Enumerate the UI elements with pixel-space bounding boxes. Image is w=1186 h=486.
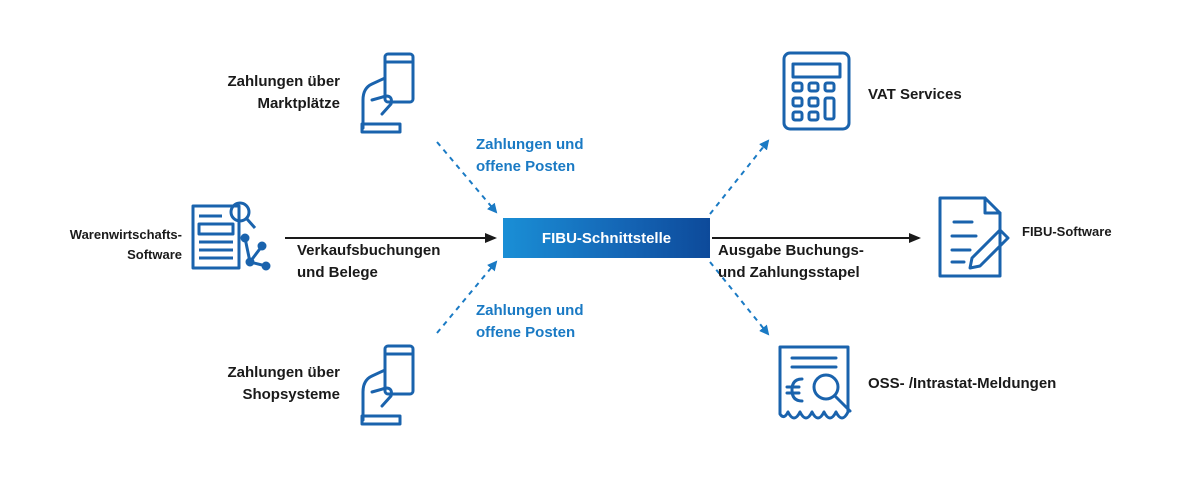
input-erp-label: Warenwirtschafts- Software [69,227,182,262]
document-search-network-icon [191,201,271,271]
flow-top-label: Zahlungen und offene Posten [476,136,584,175]
hand-card-icon [360,52,415,134]
output-oss-label: OSS- /Intrastat-Meldungen [868,375,1057,392]
flow-right-label: Ausgabe Buchungs- und Zahlungsstapel [718,242,864,281]
flow-left-label: Verkaufsbuchungen und Belege [297,242,441,281]
fibu-interface-label: FIBU-Schnittstelle [541,229,672,247]
output-fibu-label: FIBU-Software [1022,224,1112,239]
fibu-interface-box: FIBU-Schnittstelle [503,218,710,258]
document-edit-icon [938,196,1010,278]
hand-card-icon [360,344,415,426]
calculator-icon [782,51,851,131]
output-vat-label: VAT Services [868,86,962,103]
arrow-vat-out [709,139,770,215]
input-marketplace-label: Zahlungen über Marktplätze [227,73,341,112]
euro-receipt-search-icon [778,345,852,420]
input-shops-label: Zahlungen über Shopsysteme [227,364,341,403]
flow-bottom-label: Zahlungen und offene Posten [476,302,584,341]
